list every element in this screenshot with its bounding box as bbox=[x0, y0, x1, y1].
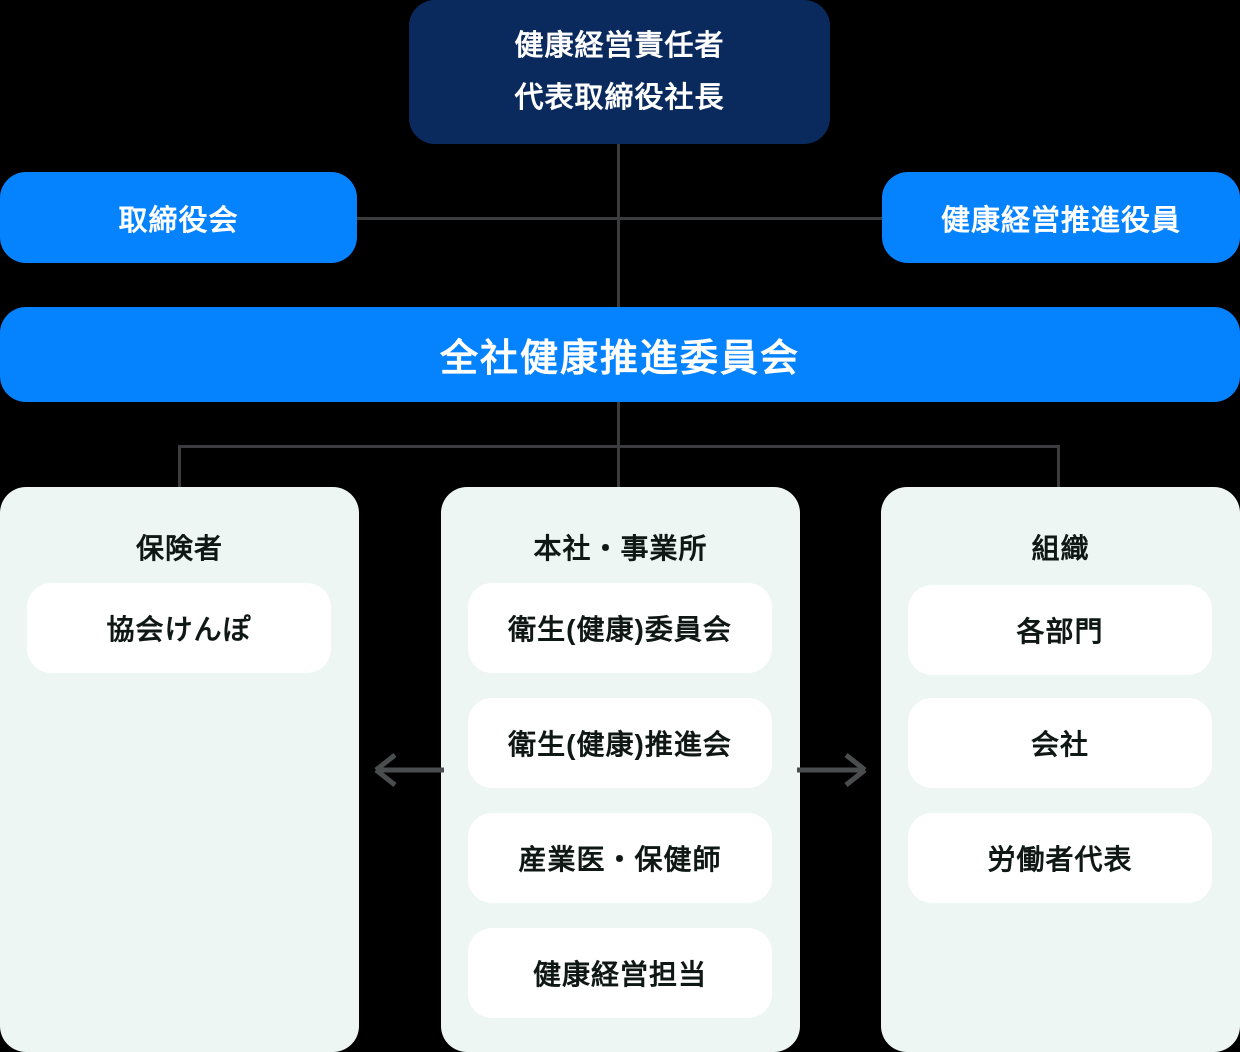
connector-bar-vertical bbox=[617, 402, 620, 487]
card-worker-representative: 労働者代表 bbox=[908, 813, 1212, 903]
connector-row-horizontal bbox=[356, 217, 882, 220]
board-of-directors-box: 取締役会 bbox=[0, 172, 357, 263]
connector-stub-right bbox=[1057, 445, 1060, 487]
connector-stub-left bbox=[178, 445, 181, 487]
board-of-directors-label: 取締役会 bbox=[118, 204, 239, 237]
card-health-management-staff: 健康経営担当 bbox=[468, 928, 772, 1018]
connector-top-vertical bbox=[617, 144, 620, 307]
panel-insurer-title: 保険者 bbox=[135, 533, 223, 564]
card-hygiene-promotion-label: 衛生(健康)推進会 bbox=[508, 729, 732, 760]
panel-organization: 組織 各部門 会社 労働者代表 bbox=[881, 487, 1240, 1052]
panel-headquarters-title: 本社・事業所 bbox=[533, 533, 708, 564]
panel-insurer: 保険者 協会けんぽ bbox=[0, 487, 359, 1052]
card-kyokai-kenpo-label: 協会けんぽ bbox=[106, 614, 252, 645]
card-worker-representative-label: 労働者代表 bbox=[987, 844, 1133, 875]
card-occupational-physician-label: 産業医・保健師 bbox=[518, 844, 722, 875]
card-hygiene-committee: 衛生(健康)委員会 bbox=[468, 583, 772, 673]
card-hygiene-committee-label: 衛生(健康)委員会 bbox=[508, 614, 732, 645]
promotion-officer-label: 健康経営推進役員 bbox=[940, 204, 1181, 237]
card-company-label: 会社 bbox=[1030, 729, 1089, 760]
card-company: 会社 bbox=[908, 698, 1212, 788]
card-each-department: 各部門 bbox=[908, 585, 1212, 675]
company-wide-health-committee-bar: 全社健康推進委員会 bbox=[0, 307, 1240, 402]
card-kyokai-kenpo: 協会けんぽ bbox=[27, 583, 331, 673]
health-management-officer-line1: 健康経営責任者 bbox=[514, 30, 725, 62]
health-management-officer-box: 健康経営責任者 代表取締役社長 bbox=[409, 0, 830, 144]
card-occupational-physician: 産業医・保健師 bbox=[468, 813, 772, 903]
panel-organization-title: 組織 bbox=[1031, 533, 1090, 564]
arrow-right-icon bbox=[797, 753, 867, 787]
connector-panels-horizontal bbox=[178, 445, 1059, 448]
card-each-department-label: 各部門 bbox=[1016, 616, 1104, 647]
representative-director-line2: 代表取締役社長 bbox=[514, 82, 725, 114]
card-health-management-staff-label: 健康経営担当 bbox=[532, 959, 707, 990]
promotion-officer-box: 健康経営推進役員 bbox=[882, 172, 1240, 263]
panel-headquarters: 本社・事業所 衛生(健康)委員会 衛生(健康)推進会 産業医・保健師 健康経営担… bbox=[441, 487, 800, 1052]
card-hygiene-promotion: 衛生(健康)推進会 bbox=[468, 698, 772, 788]
company-wide-health-committee-label: 全社健康推進委員会 bbox=[439, 338, 800, 380]
arrow-left-icon bbox=[374, 753, 444, 787]
